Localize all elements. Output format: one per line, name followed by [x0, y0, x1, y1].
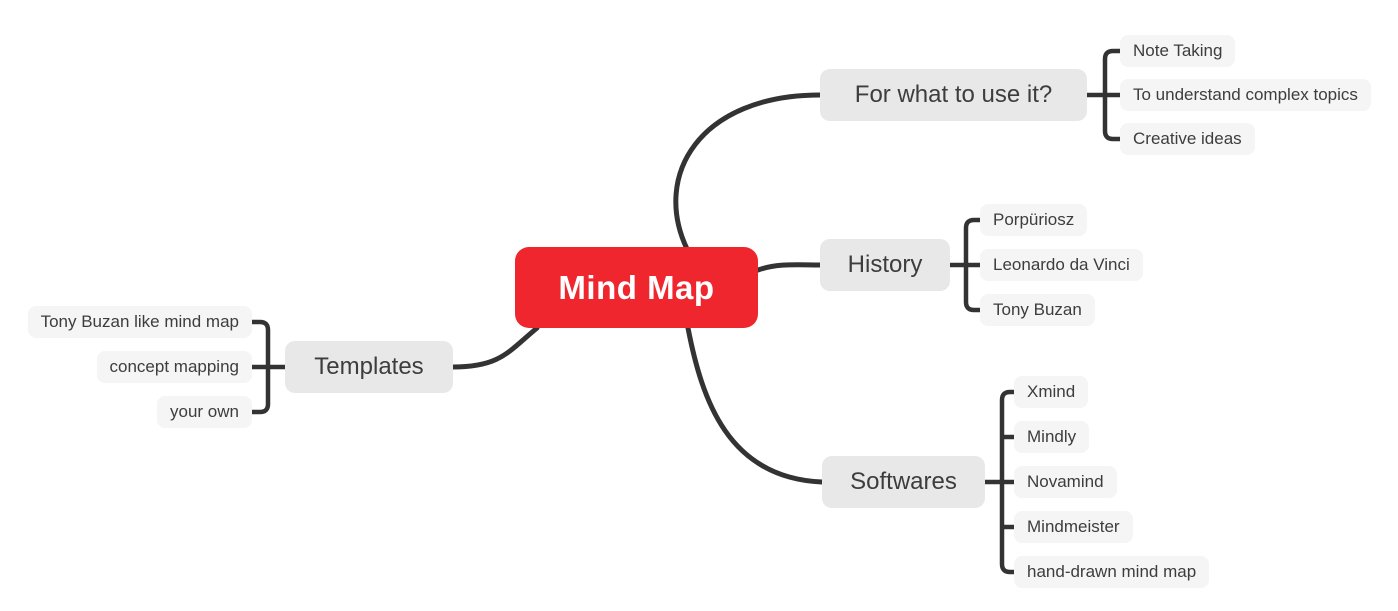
- connector-root-to-templates: [450, 325, 540, 370]
- central-topic-node[interactable]: Mind Map: [515, 247, 758, 328]
- subtopic-node-hand-drawn-mind-map[interactable]: hand-drawn mind map: [1014, 556, 1210, 588]
- subtopic-node-understand-complex-topics[interactable]: To understand complex topics: [1120, 79, 1371, 111]
- subtopic-node-leonardo-da-vinci[interactable]: Leonardo da Vinci: [980, 249, 1143, 281]
- connector-root-to-for-what: [673, 92, 823, 252]
- subtopic-node-tony-buzan-like-mind-map[interactable]: Tony Buzan like mind map: [27, 306, 252, 338]
- branch-node-history[interactable]: History: [820, 239, 950, 291]
- subtopic-node-tony-buzan[interactable]: Tony Buzan: [980, 294, 1095, 326]
- subtopic-node-mindly[interactable]: Mindly: [1014, 421, 1090, 453]
- branch-node-softwares[interactable]: Softwares: [822, 456, 985, 508]
- connector-bracket-for-what: [1084, 48, 1123, 142]
- subtopic-node-your-own[interactable]: your own: [157, 396, 252, 428]
- subtopic-node-note-taking[interactable]: Note Taking: [1120, 35, 1236, 67]
- subtopic-node-novamind[interactable]: Novamind: [1014, 466, 1117, 498]
- connector-bracket-templates: [249, 319, 288, 415]
- connector-root-to-history: [755, 262, 823, 273]
- connector-bracket-history: [947, 217, 983, 313]
- subtopic-node-porpuriosz[interactable]: Porpüriosz: [980, 204, 1088, 236]
- subtopic-node-mindmeister[interactable]: Mindmeister: [1014, 511, 1133, 543]
- connector-root-to-softwares: [685, 325, 825, 485]
- subtopic-node-concept-mapping[interactable]: concept mapping: [96, 351, 252, 383]
- branch-node-for-what-to-use-it[interactable]: For what to use it?: [820, 69, 1087, 121]
- connector-bracket-softwares: [982, 389, 1017, 575]
- branch-node-templates[interactable]: Templates: [285, 341, 453, 393]
- subtopic-node-creative-ideas[interactable]: Creative ideas: [1120, 123, 1255, 155]
- subtopic-node-xmind[interactable]: Xmind: [1014, 376, 1089, 408]
